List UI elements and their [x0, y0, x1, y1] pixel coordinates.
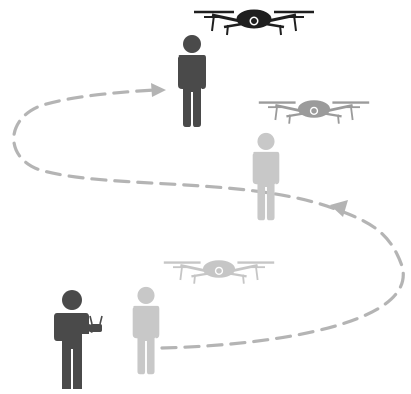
- person-icon: [133, 287, 160, 374]
- quadcopter-drone-icon: [194, 10, 314, 35]
- person-with-remote-controller-icon: [54, 290, 102, 389]
- person-icon: [178, 35, 206, 127]
- arrowhead-icon: [151, 83, 166, 97]
- quadcopter-drone-icon: [259, 101, 369, 124]
- person-icon: [253, 133, 280, 220]
- quadcopter-drone-icon: [164, 261, 274, 284]
